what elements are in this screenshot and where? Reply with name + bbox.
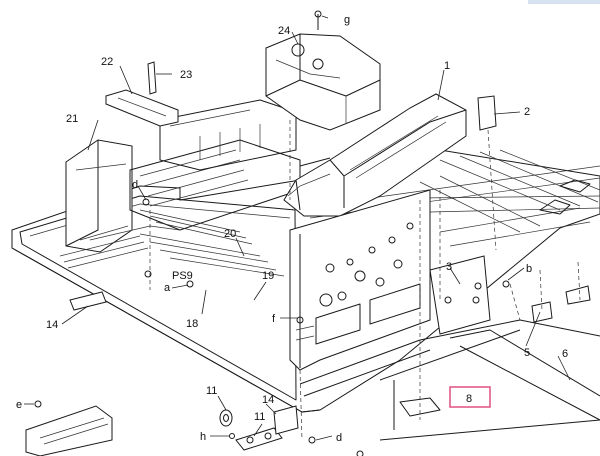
callout-23: 23 [180, 69, 192, 81]
callout-11-upper: 11 [206, 385, 217, 397]
callout-24: 24 [278, 25, 290, 37]
callout-labels: 1 2 3 5 6 8 11 11 14 14 18 19 20 21 22 2… [16, 14, 568, 444]
callout-21: 21 [66, 113, 78, 125]
part-1-duct-cover [283, 93, 467, 217]
part-11-bracket-lower [235, 427, 283, 451]
part-14-lower-plate [273, 405, 299, 435]
part-3-side-panel [429, 255, 491, 335]
callout-14-left: 14 [46, 319, 58, 331]
part-e-cable-guide [25, 400, 113, 456]
part-22-bracket [105, 89, 179, 127]
callout-d-upper: d [132, 179, 138, 191]
callout-1: 1 [444, 60, 450, 72]
lower-assembly [69, 285, 600, 441]
callout-18: 18 [186, 318, 198, 330]
callout-22: 22 [101, 56, 113, 68]
highlight-box-8 [449, 386, 491, 408]
callout-14-bottom: 14 [262, 394, 274, 406]
callout-b: b [526, 263, 532, 275]
callout-3: 3 [446, 261, 452, 273]
callout-20: 20 [224, 228, 236, 240]
callout-6: 6 [562, 348, 568, 360]
callout-g: g [344, 14, 350, 26]
callout-2: 2 [524, 106, 530, 118]
callout-ps9: PS9 [172, 270, 193, 282]
leader-lines [24, 15, 571, 441]
part-11-roller-upper [219, 409, 233, 427]
callout-h: h [200, 431, 206, 443]
callout-a: a [164, 282, 171, 294]
callout-d-lower: d [336, 432, 342, 444]
screws [142, 198, 510, 456]
window-corner-fragment [528, 0, 600, 4]
central-panel [289, 189, 431, 371]
part-24-motor-bracket [265, 10, 381, 131]
callout-e: e [16, 399, 22, 411]
part-23-shaft [147, 61, 157, 95]
callout-19: 19 [262, 270, 274, 282]
part-2-plate [477, 95, 497, 251]
callout-8: 8 [466, 393, 472, 405]
callout-f: f [272, 313, 276, 325]
right-rails [419, 149, 600, 233]
part-21-rear-frame [65, 139, 133, 253]
callout-5: 5 [524, 347, 530, 359]
callout-11-lower: 11 [254, 411, 265, 423]
